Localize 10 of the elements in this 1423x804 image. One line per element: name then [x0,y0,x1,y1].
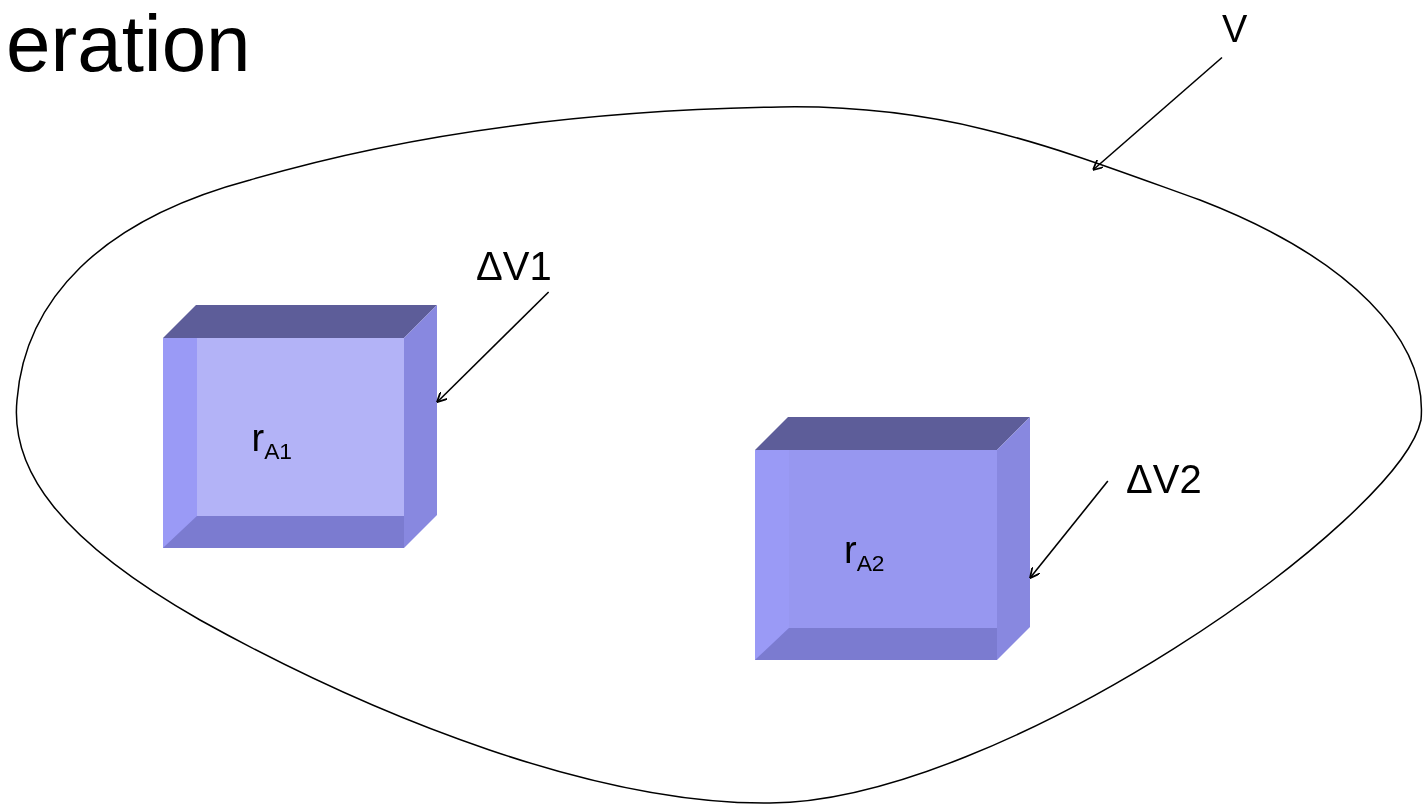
leader-arrow [436,291,550,404]
leader-arrow [1092,56,1223,171]
rate-label: r$_{A2}$ [844,531,885,575]
rate-label: r$_{A1}$ [251,419,293,463]
leader-arrow [1029,480,1109,579]
slide-title: eration [6,4,251,84]
element-label: ΔV2 [1126,459,1202,499]
control-volume-outline [15,105,1423,804]
element-label: ΔV1 [476,246,552,286]
volume-label: V [1222,10,1248,48]
